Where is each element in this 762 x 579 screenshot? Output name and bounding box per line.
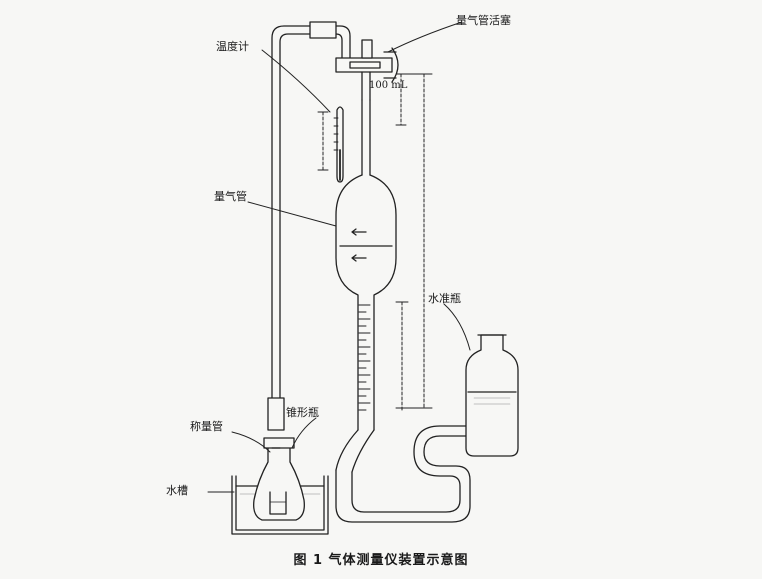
burette-graduations bbox=[358, 304, 371, 411]
volume-mark-label: 100 mL bbox=[369, 80, 408, 91]
thermometer bbox=[333, 106, 344, 183]
rubber-tubing bbox=[335, 425, 471, 523]
connecting-tube bbox=[267, 21, 351, 431]
water-bath-label: 水槽 bbox=[166, 484, 188, 497]
dimension-markers bbox=[322, 73, 425, 411]
thermometer-label: 温度计 bbox=[216, 40, 249, 53]
leveling-bottle-label: 水准瓶 bbox=[428, 292, 461, 305]
gas-burette-label: 量气管 bbox=[214, 190, 247, 203]
conical-flask-label: 锥形瓶 bbox=[286, 406, 319, 419]
weighing-tube bbox=[269, 491, 287, 515]
leveling-bottle bbox=[465, 334, 519, 457]
weighing-tube-label: 称量管 bbox=[190, 420, 223, 433]
conical-flask bbox=[253, 437, 305, 521]
leader-lines bbox=[207, 21, 471, 493]
stopcock-label: 量气管活塞 bbox=[456, 14, 511, 27]
figure-caption: 图 1 气体测量仪装置示意图 bbox=[293, 553, 469, 568]
stopcock-assembly bbox=[335, 39, 399, 101]
gas-burette bbox=[335, 99, 397, 473]
